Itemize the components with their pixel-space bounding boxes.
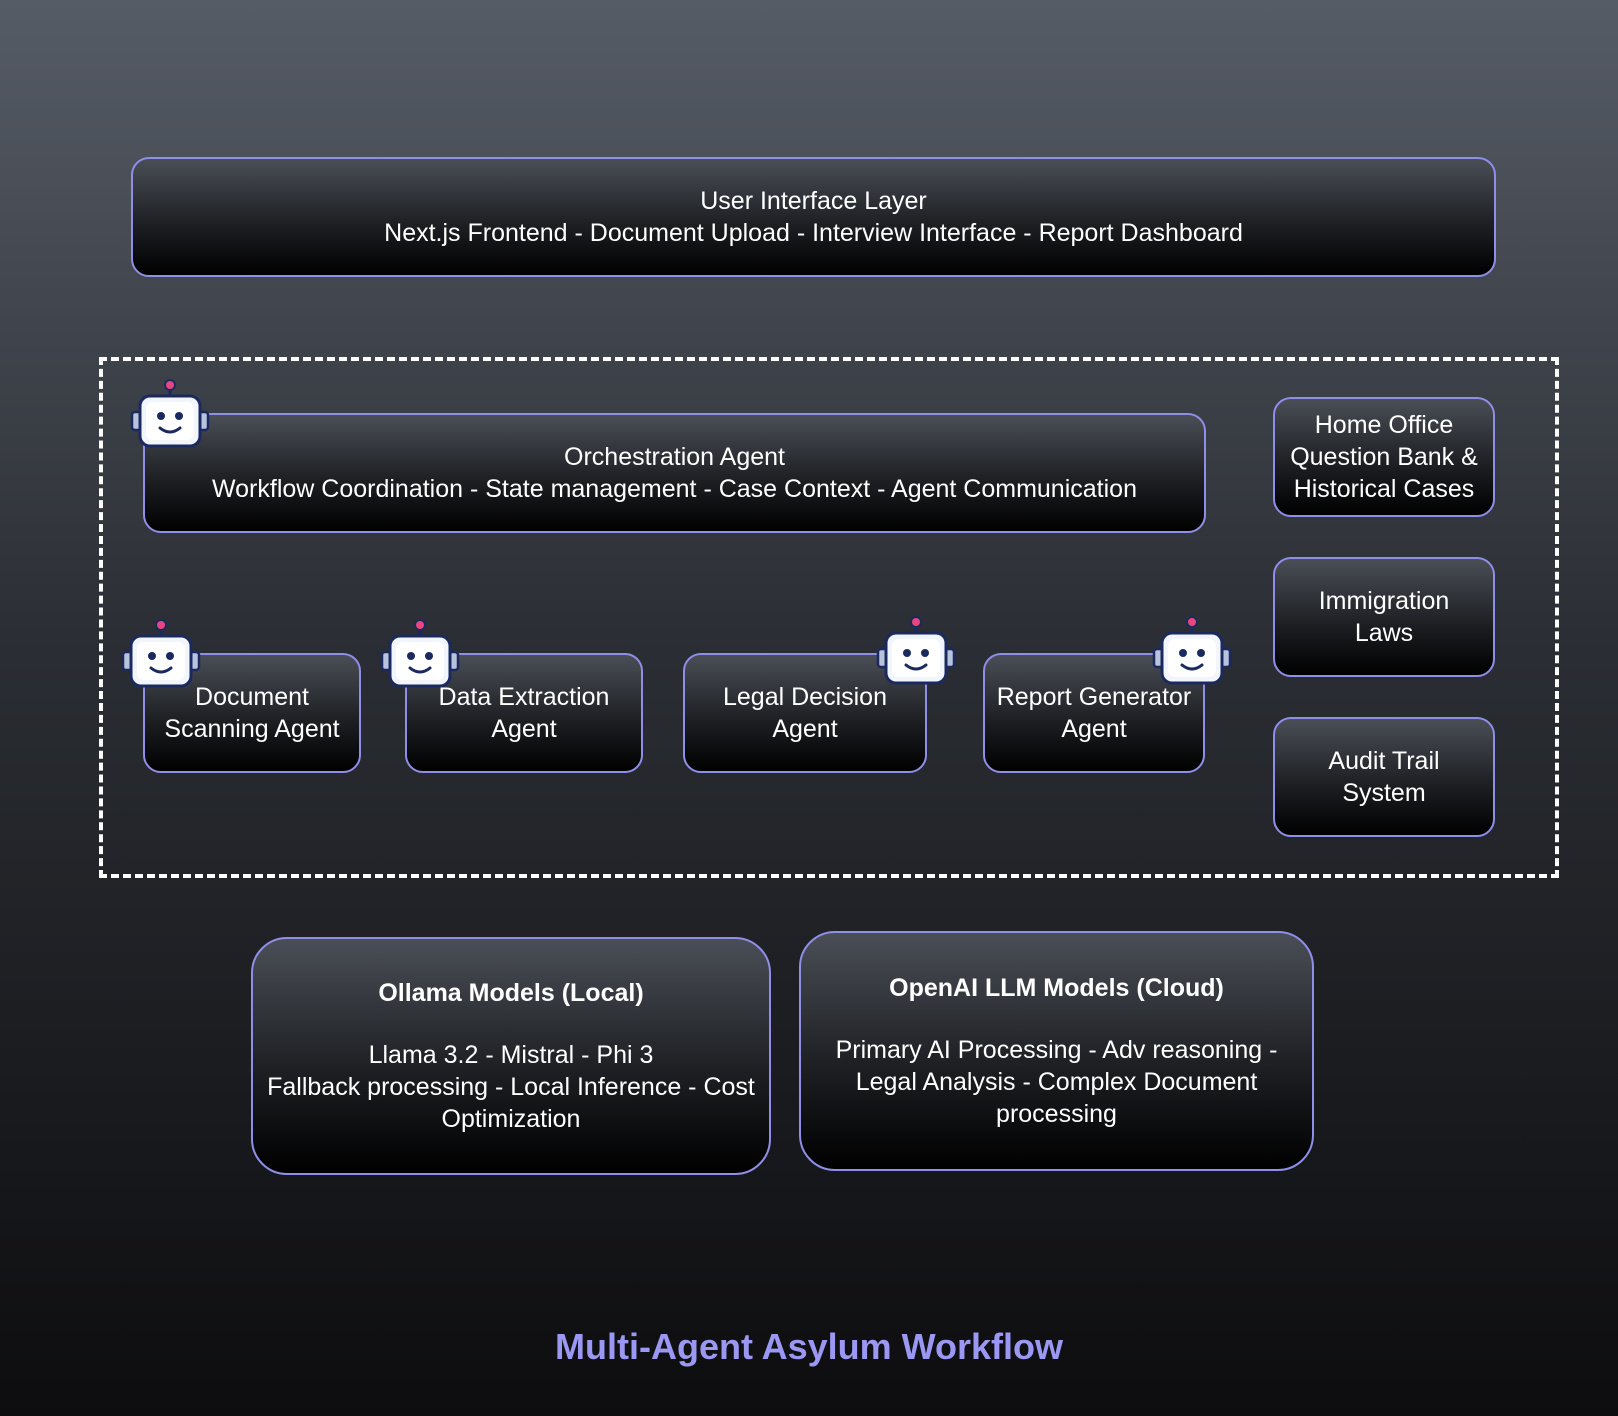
ollama-models-box: Ollama Models (Local) Llama 3.2 - Mistra… [251, 937, 771, 1175]
agent-label-line1: Legal Decision [723, 683, 887, 711]
agent-label-line1: Data Extraction [438, 683, 610, 711]
side-box-line: Audit Trail [1328, 747, 1440, 775]
immigration-laws-box: Immigration Laws [1273, 557, 1495, 677]
openai-models-line: Primary AI Processing - Adv reasoning - [835, 1036, 1278, 1064]
home-office-question-bank-box: Home Office Question Bank & Historical C… [1273, 397, 1495, 517]
audit-trail-system-box: Audit Trail System [1273, 717, 1495, 837]
orchestration-agent-box: Orchestration Agent Workflow Coordinatio… [143, 413, 1206, 533]
agent-system-boundary [99, 357, 1559, 878]
ollama-models-line: Fallback processing - Local Inference - … [267, 1073, 755, 1101]
agent-label-line1: Document [195, 683, 309, 711]
robot-icon [130, 379, 210, 448]
ui-layer-subtitle: Next.js Frontend - Document Upload - Int… [384, 219, 1243, 247]
ollama-models-line: Optimization [441, 1105, 581, 1133]
side-box-line: Question Bank & [1290, 443, 1478, 471]
ollama-models-line: Llama 3.2 - Mistral - Phi 3 [368, 1041, 654, 1069]
ui-layer-box: User Interface Layer Next.js Frontend - … [131, 157, 1496, 277]
agent-label-line2: Agent [491, 715, 557, 743]
openai-models-box: OpenAI LLM Models (Cloud) Primary AI Pro… [799, 931, 1314, 1171]
agent-label-line2: Scanning Agent [164, 715, 340, 743]
openai-models-title: OpenAI LLM Models (Cloud) [889, 974, 1224, 1002]
robot-icon [380, 619, 460, 688]
side-box-line: Immigration [1318, 587, 1450, 615]
document-scanning-agent-box: Document Scanning Agent [143, 653, 361, 773]
ui-layer-title: User Interface Layer [700, 187, 927, 215]
robot-icon [876, 616, 956, 685]
orchestration-agent-title: Orchestration Agent [564, 443, 785, 471]
side-box-line: Historical Cases [1293, 475, 1475, 503]
agent-label-line2: Agent [772, 715, 838, 743]
orchestration-agent-subtitle: Workflow Coordination - State management… [212, 475, 1137, 503]
ollama-models-title: Ollama Models (Local) [378, 979, 644, 1007]
robot-icon [1152, 616, 1232, 685]
side-box-line: Home Office [1314, 411, 1454, 439]
agent-label-line1: Report Generator [996, 683, 1192, 711]
diagram-title: Multi-Agent Asylum Workflow [555, 1326, 1063, 1367]
openai-models-line: Legal Analysis - Complex Document [855, 1068, 1258, 1096]
side-box-line: Laws [1354, 619, 1414, 647]
openai-models-line: processing [996, 1100, 1117, 1128]
robot-icon [121, 619, 201, 688]
side-box-line: System [1342, 779, 1426, 807]
agent-label-line2: Agent [1061, 715, 1127, 743]
